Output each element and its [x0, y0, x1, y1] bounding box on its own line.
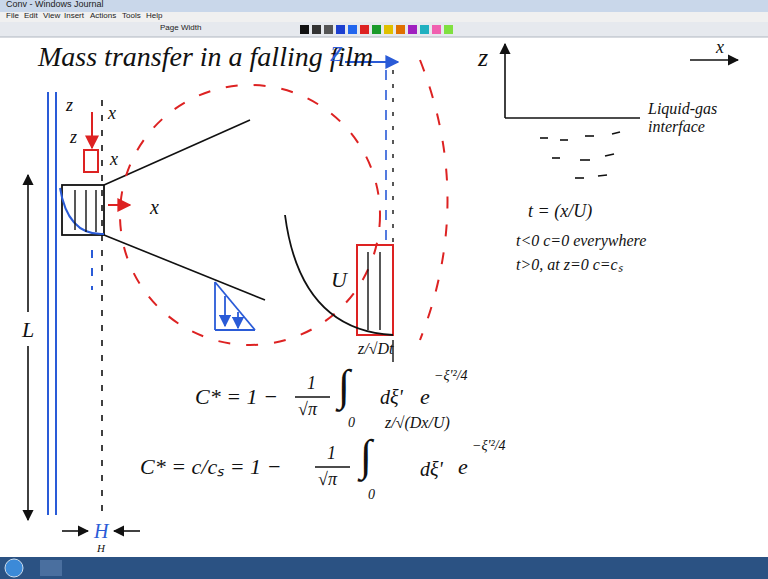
- dimension-arrow: [114, 530, 140, 532]
- page-title: Mass transfer in a falling film: [38, 42, 373, 73]
- flow-arrow: [108, 204, 130, 206]
- plug-flow-box: [357, 245, 393, 335]
- zoom-circle: [120, 85, 380, 345]
- profile-line: [85, 190, 86, 232]
- menu-item: File: [6, 12, 19, 21]
- equation-term: C* = 1 −: [195, 385, 278, 409]
- fraction-bar: [315, 466, 350, 468]
- integral-limit: z/√(Dx/U): [385, 414, 450, 432]
- integral-limit: 0: [368, 487, 375, 502]
- film-surface: [385, 70, 387, 245]
- film-surface: [101, 100, 103, 515]
- dimension-label: H: [97, 542, 105, 554]
- equation-term: dξ': [380, 386, 403, 408]
- toolbar: [0, 22, 768, 37]
- menu-item: Insert: [64, 12, 84, 21]
- taskbar-icon: [40, 560, 62, 576]
- integral-sign: ∫: [360, 432, 372, 480]
- time-relation: t = (x/U): [528, 202, 592, 222]
- pen-swatches: [300, 25, 453, 34]
- fraction-denominator: √π: [318, 470, 337, 490]
- boundary-condition: t>0, at z=0 c=cₛ: [516, 256, 623, 274]
- axis-label: x: [108, 104, 116, 124]
- z-axis: [504, 44, 506, 118]
- integral-limit: 0: [348, 415, 355, 430]
- dimension-arrow: [62, 530, 88, 532]
- profile-line: [379, 252, 380, 330]
- velocity-label: U: [331, 268, 347, 292]
- film-surface: [392, 70, 393, 245]
- menu-item: Tools: [122, 12, 141, 21]
- start-button: [5, 559, 23, 577]
- menu-item: Actions: [90, 12, 116, 21]
- liquid-dashes: [540, 132, 620, 178]
- menu-item: Help: [146, 12, 162, 21]
- axis-label: x: [716, 38, 724, 58]
- taskbar: [0, 557, 768, 579]
- toolbar-edge: [0, 37, 768, 38]
- fraction-bar: [295, 396, 330, 398]
- integral-sign: ∫: [338, 362, 350, 410]
- menu-item: View: [43, 12, 60, 21]
- fraction-numerator: 1: [327, 444, 336, 464]
- dimension-line: [27, 175, 29, 312]
- interface-label: Liquid-gas interface: [648, 100, 752, 135]
- title-bar: [0, 0, 768, 12]
- profile-line: [74, 190, 75, 230]
- wall-line: [47, 92, 49, 515]
- flow-dash: [91, 250, 93, 290]
- velocity-profile: [285, 215, 393, 335]
- fraction-denominator: √π: [298, 400, 317, 420]
- axis-label: z: [70, 128, 77, 148]
- equation-term: e: [420, 385, 430, 409]
- toolbar-label: Page Width: [160, 24, 201, 33]
- initial-condition: t<0 c=0 everywhere: [516, 232, 646, 250]
- wall-line: [55, 92, 57, 515]
- profile-line: [367, 252, 368, 330]
- axis-label: Z: [330, 42, 342, 66]
- fraction-numerator: 1: [307, 374, 316, 394]
- interface-line: [505, 117, 640, 119]
- dimension-line: [27, 346, 29, 520]
- velocity-sketch: [215, 282, 255, 330]
- dimension-label: L: [21, 318, 35, 342]
- zoom-circle: [420, 60, 448, 340]
- equation-term: C* = c/cₛ = 1 −: [140, 455, 281, 479]
- equation-term: e: [458, 455, 468, 479]
- axis-label: x: [150, 196, 159, 218]
- axis-label: z: [478, 44, 488, 73]
- axis-label: z: [66, 96, 73, 116]
- x-arrow: [690, 59, 738, 61]
- exponent: −ξ'²/4: [472, 438, 506, 453]
- integral-limit: z/√Dt: [358, 340, 393, 358]
- profile-box: [62, 185, 104, 235]
- dimension-label: H: [94, 520, 108, 542]
- axis-label: x: [110, 150, 118, 170]
- equation-term: dξ': [420, 458, 443, 480]
- exponent: −ξ'²/4: [434, 368, 468, 383]
- menu-bar: [0, 12, 768, 22]
- flow-arrow: [91, 112, 93, 148]
- window-title: Conv - Windows Journal: [6, 0, 104, 10]
- profile-line: [95, 190, 96, 232]
- zoom-line: [104, 235, 265, 300]
- velocity-profile: [60, 188, 104, 234]
- menu-item: Edit: [24, 12, 38, 21]
- element-box: [84, 150, 98, 172]
